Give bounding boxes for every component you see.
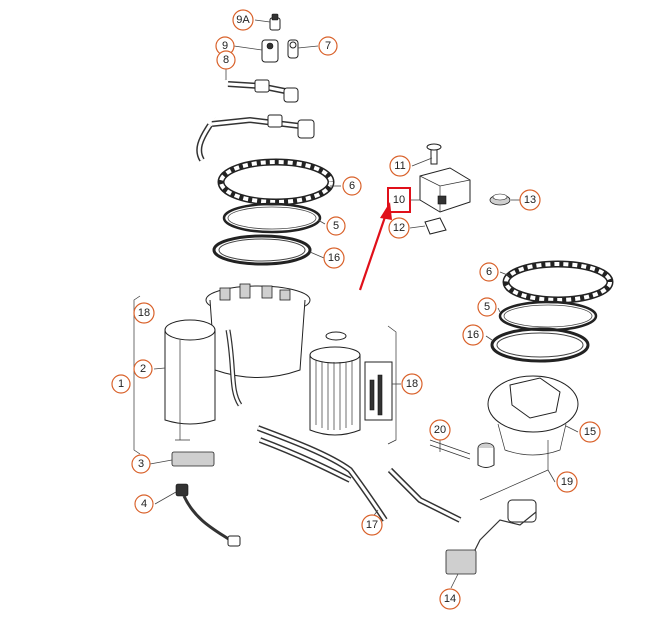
callout-label: 6: [349, 180, 355, 192]
highlight-box: [387, 187, 411, 213]
callout-label: 2: [140, 363, 146, 375]
gasket-right: [490, 327, 590, 363]
callout-13: 13: [519, 189, 541, 211]
callout-label: 20: [434, 424, 446, 436]
callout-circle: [342, 176, 362, 196]
callout-label: 8: [223, 54, 229, 66]
callout-18-mid: 18: [401, 373, 423, 395]
callout-circle: [323, 247, 345, 269]
callout-19: 19: [556, 471, 578, 493]
callout-label: 14: [444, 593, 456, 605]
locking-ring-right: [502, 260, 614, 304]
callout-label: 7: [325, 40, 331, 52]
callout-label: 12: [393, 222, 405, 234]
vent-hose-assembly: [196, 13, 315, 162]
callout-15: 15: [579, 421, 601, 443]
callout-5-right: 5: [477, 297, 497, 317]
callout-17: 17: [361, 514, 383, 536]
callout-3: 3: [131, 454, 151, 474]
callout-label: 9: [222, 40, 228, 52]
callout-6-right: 6: [479, 262, 499, 282]
sender-bracket-assembly: [419, 143, 511, 235]
callout-circle: [134, 494, 154, 514]
leader-lines: [149, 19, 579, 589]
callout-label: 15: [584, 426, 596, 438]
callout-20: 20: [429, 419, 451, 441]
callout-label: 13: [524, 194, 536, 206]
callout-circle: [462, 324, 484, 346]
callout-circle: [389, 155, 411, 177]
callout-label: 11: [394, 160, 405, 172]
callout-circle: [131, 454, 151, 474]
callout-label: 9A: [236, 14, 250, 26]
callout-10: 10: [393, 194, 405, 206]
callout-circle: [439, 588, 461, 610]
callout-circle: [133, 359, 153, 379]
fuel-line: [256, 425, 462, 523]
callout-7: 7: [318, 36, 338, 56]
callout-12: 12: [388, 217, 410, 239]
callout-label: 18: [138, 307, 150, 319]
seal-ring-right: [498, 300, 598, 332]
callout-circle: [477, 297, 497, 317]
callout-label: 5: [333, 220, 339, 232]
callout-label: 16: [328, 252, 340, 264]
callout-circle: [318, 36, 338, 56]
callout-circle: [556, 471, 578, 493]
callout-label: 17: [366, 519, 378, 531]
callout-circle: [479, 262, 499, 282]
callout-circle: [111, 374, 131, 394]
callout-circle: [429, 419, 451, 441]
seal-ring-top: [222, 202, 322, 234]
callout-circle: [133, 302, 155, 324]
callout-circle: [361, 514, 383, 536]
right-pump-module: [429, 375, 579, 575]
fuel-pump-module: [164, 283, 311, 467]
highlight-arrow: [358, 202, 392, 291]
callout-circle: [326, 216, 346, 236]
callout-18-left: 18: [133, 302, 155, 324]
callout-label: 19: [561, 476, 573, 488]
callout-circle: [519, 189, 541, 211]
callout-label: 16: [467, 329, 479, 341]
callout-11: 11: [389, 155, 411, 177]
callout-label: 5: [484, 301, 490, 313]
callout-8: 8: [216, 50, 236, 70]
callout-label: 18: [406, 378, 418, 390]
callout-16-right: 16: [462, 324, 484, 346]
gasket-top: [212, 234, 312, 266]
callout-2: 2: [133, 359, 153, 379]
callout-9a: 9A: [232, 9, 254, 31]
callout-label: 6: [486, 266, 492, 278]
callout-label: 10: [393, 194, 405, 206]
fuel-filter: [309, 331, 393, 436]
callout-circle: [401, 373, 423, 395]
callout-label: 1: [118, 378, 124, 390]
callout-label: 3: [138, 458, 144, 470]
callout-4: 4: [134, 494, 154, 514]
callout-1: 1: [111, 374, 131, 394]
callout-16-top: 16: [323, 247, 345, 269]
locking-ring-top: [217, 158, 335, 206]
callout-6-top: 6: [342, 176, 362, 196]
callout-circle: [388, 217, 410, 239]
callout-circle: [579, 421, 601, 443]
callout-14: 14: [439, 588, 461, 610]
callout-label: 4: [141, 498, 147, 510]
callout-5-top: 5: [326, 216, 346, 236]
level-sensor: [175, 483, 241, 547]
callout-circle: [216, 50, 236, 70]
callout-circle: [232, 9, 254, 31]
